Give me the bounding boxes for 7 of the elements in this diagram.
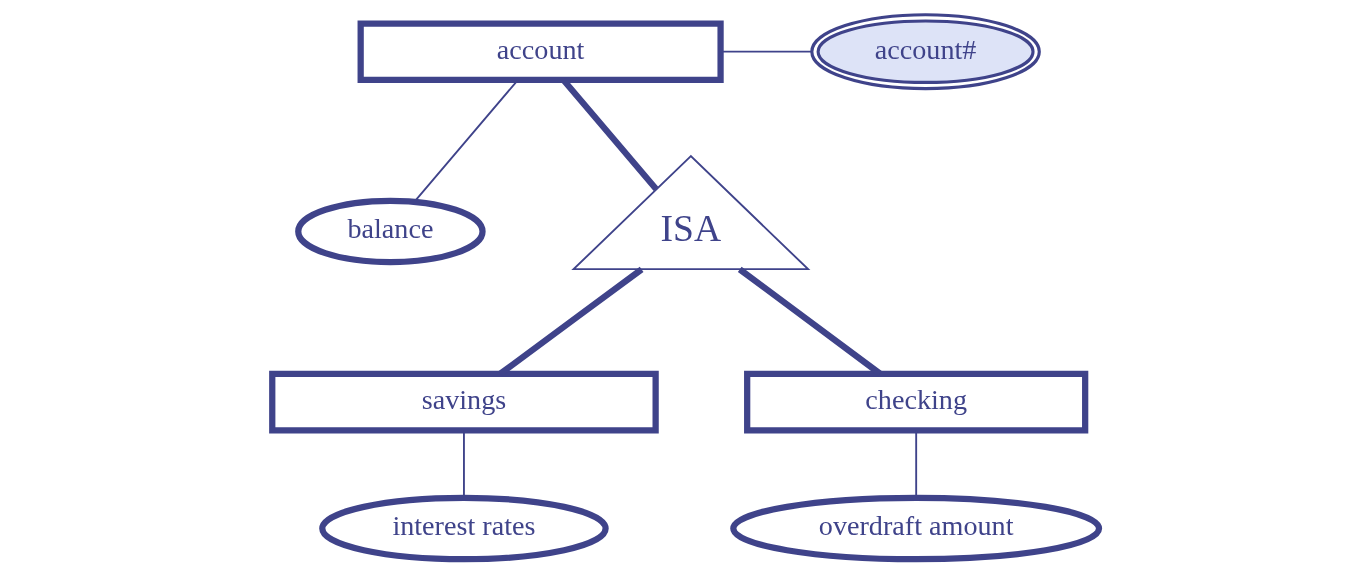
node-ellipse: overdraft amount	[729, 494, 1102, 563]
node-box: account	[357, 20, 724, 83]
node-ellipse: balance	[294, 197, 486, 266]
node-ellipse: account#	[809, 13, 1041, 91]
node-box: checking	[743, 370, 1088, 434]
node-box: savings	[268, 370, 659, 434]
node-ellipse: interest rates	[318, 494, 609, 563]
